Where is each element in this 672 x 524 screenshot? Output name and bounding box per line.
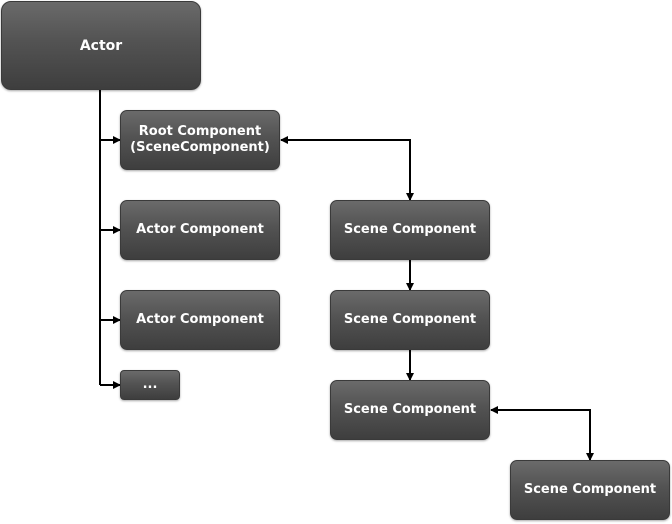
actor-component-label: Actor Component <box>136 312 264 327</box>
arrow-root-to-scene-component-1 <box>280 136 414 201</box>
actor-component-label: Actor Component <box>136 222 264 237</box>
actor-component-node: Actor Component <box>120 200 280 260</box>
root-component-type-label: (SceneComponent) <box>130 140 270 155</box>
scene-component-label: Scene Component <box>343 312 477 327</box>
actor-node: Actor <box>1 1 201 90</box>
more-components-node: ... <box>120 370 180 400</box>
actor-component-node: Actor Component <box>120 290 280 350</box>
root-component-label: Root Component <box>138 124 262 139</box>
actor-label: Actor <box>79 37 123 54</box>
scene-component-node: Scene Component <box>330 290 490 350</box>
scene-component-label: Scene Component <box>523 482 657 497</box>
more-components-label: ... <box>142 377 158 392</box>
scene-component-label: Scene Component <box>343 402 477 417</box>
arrow-scene-3-to-scene-4 <box>490 406 594 461</box>
scene-component-node: Scene Component <box>330 200 490 260</box>
root-component-node: Root Component (SceneComponent) <box>120 110 280 170</box>
scene-component-node: Scene Component <box>510 460 670 520</box>
scene-component-label: Scene Component <box>343 222 477 237</box>
scene-component-node: Scene Component <box>330 380 490 440</box>
